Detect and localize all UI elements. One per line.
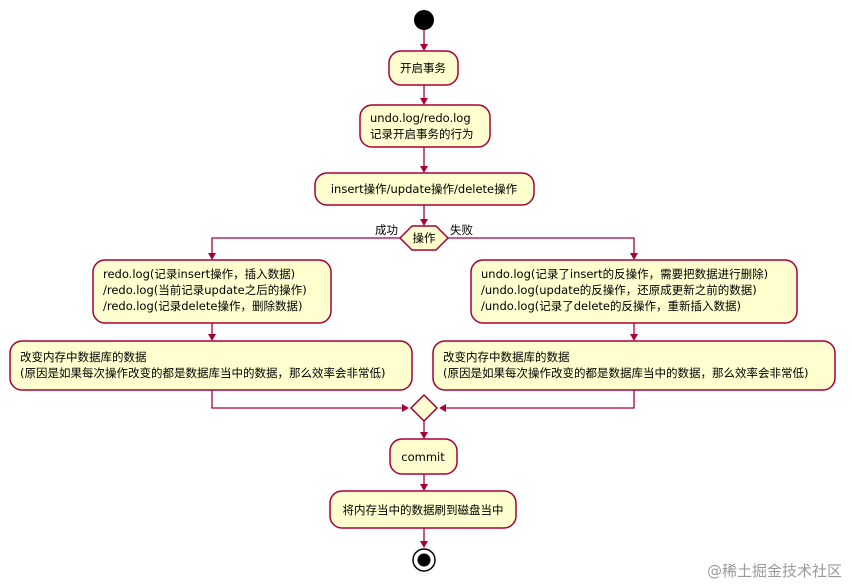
decision-yes-label: 成功	[375, 223, 398, 237]
action-commit: commit	[389, 438, 458, 475]
undo-line2: /undo.log(update的反操作，还原成更新之前的数据)	[481, 283, 757, 297]
mem-right-line2: (原因是如果每次操作改变的都是数据库当中的数据，那么效率会非常低)	[443, 366, 808, 380]
action-log-begin-line1: undo.log/redo.log	[370, 111, 471, 125]
edge-decision-fail	[448, 237, 635, 254]
action-redo-log: redo.log(记录insert操作，插入数据) /redo.log(当前记录…	[92, 259, 332, 324]
arrow-redo	[208, 253, 216, 260]
edge-mem-right-to-merge	[444, 390, 635, 409]
mem-left-line1: 改变内存中数据库的数据	[20, 350, 147, 364]
arrow-merge-right	[439, 404, 446, 412]
arrow-mem-right	[630, 334, 638, 341]
edge-decision-success	[211, 237, 400, 254]
arrow-ops	[420, 166, 428, 173]
flush-label: 将内存当中的数据刷到磁盘当中	[343, 503, 504, 517]
arrow-merge-left	[402, 404, 409, 412]
action-undo-log: undo.log(记录了insert的反操作，需要把数据进行删除) /undo.…	[470, 259, 798, 324]
mem-left-line2: (原因是如果每次操作改变的都是数据库当中的数据，那么效率会非常低)	[20, 366, 385, 380]
end-node	[412, 548, 436, 572]
action-operations-label: insert操作/update操作/delete操作	[331, 182, 518, 196]
action-operations: insert操作/update操作/delete操作	[314, 172, 535, 206]
edge-mem-left-to-merge	[211, 390, 404, 409]
watermark: @稀土掘金技术社区	[707, 562, 842, 580]
mem-right-line1: 改变内存中数据库的数据	[443, 350, 570, 364]
undo-line1: undo.log(记录了insert的反操作，需要把数据进行删除)	[481, 267, 768, 281]
arrow-commit	[420, 432, 428, 439]
undo-line3: /undo.log(记录了delete的反操作，重新插入数据)	[481, 299, 741, 313]
action-log-begin-line2: 记录开启事务的行为	[370, 127, 474, 141]
redo-line1: redo.log(记录insert操作，插入数据)	[103, 267, 295, 281]
decision-label: 操作	[413, 231, 436, 245]
action-start-transaction-label: 开启事务	[400, 61, 446, 75]
action-log-begin: undo.log/redo.log 记录开启事务的行为	[359, 104, 491, 148]
arrow-flush	[420, 484, 428, 491]
decision-no-label: 失败	[450, 223, 473, 237]
action-memory-left: 改变内存中数据库的数据 (原因是如果每次操作改变的都是数据库当中的数据，那么效率…	[9, 340, 413, 391]
arrow-begin	[420, 44, 428, 51]
action-memory-right: 改变内存中数据库的数据 (原因是如果每次操作改变的都是数据库当中的数据，那么效率…	[432, 340, 836, 391]
edges	[208, 30, 638, 548]
arrow-decision	[420, 219, 428, 226]
arrow-undo	[630, 253, 638, 260]
decision-operation: 操作 成功 失败	[375, 223, 473, 251]
commit-label: commit	[401, 450, 445, 464]
arrow-mem-left	[208, 334, 216, 341]
action-start-transaction: 开启事务	[388, 50, 459, 86]
redo-line3: /redo.log(记录delete操作，删除数据)	[103, 299, 302, 313]
arrow-end	[420, 541, 428, 548]
redo-line2: /redo.log(当前记录update之后的操作)	[103, 283, 307, 297]
arrow-log	[420, 98, 428, 105]
start-node	[414, 10, 434, 30]
merge-node	[409, 393, 439, 423]
action-flush-to-disk: 将内存当中的数据刷到磁盘当中	[329, 490, 517, 529]
